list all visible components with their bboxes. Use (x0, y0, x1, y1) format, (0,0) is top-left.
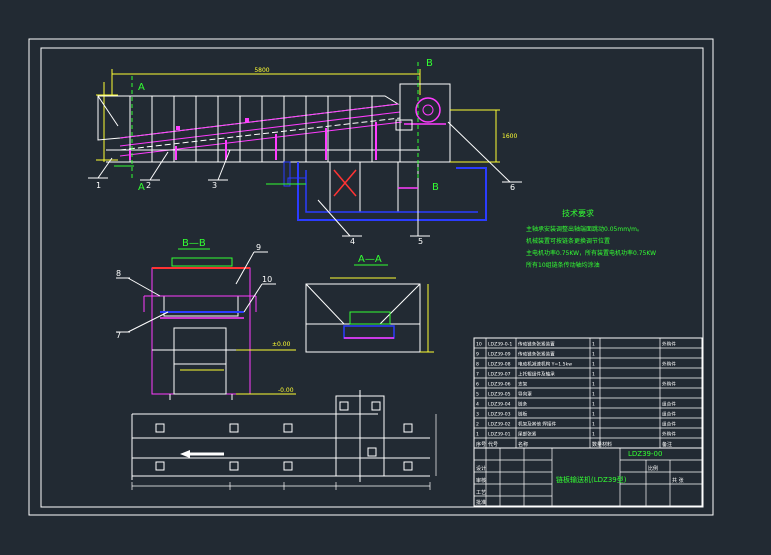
parts-header-cell: 名称 (518, 441, 528, 448)
dim-total-length: 5800 (254, 67, 269, 74)
parts-cell: 1 (592, 392, 595, 398)
callout-10: 10 (262, 275, 272, 284)
label-design: 设计 (476, 465, 486, 472)
plan-view (131, 390, 437, 490)
section-b-bottom: B (432, 182, 439, 193)
section-bb-view: B—B ±0.00 -0.00 8 7 9 (116, 238, 296, 400)
parts-cell: LDZ39-09 (488, 352, 511, 358)
main-elevation-view: 5800 (88, 58, 522, 246)
outer-frame (28, 38, 714, 516)
parts-cell: 组合件 (662, 401, 676, 408)
parts-header-cell: 材料 (602, 441, 612, 448)
parts-cell: 1 (476, 432, 479, 438)
parts-cell: LDZ39-01 (488, 432, 511, 438)
label-sheet: 共 张 (672, 477, 684, 484)
parts-cell: 5 (476, 392, 479, 398)
drawing-title: 链板输送机(LDZ39型) (556, 475, 627, 484)
callout-1: 1 (96, 181, 101, 190)
parts-header-cell: 代号 (488, 441, 498, 448)
inner-frame (40, 47, 704, 508)
section-aa-view: A—A (305, 254, 434, 353)
section-a-bottom: A (138, 182, 145, 193)
label-approve: 批准 (476, 499, 486, 506)
parts-cell: 1 (592, 362, 595, 368)
label-scale: 比例 (648, 465, 658, 472)
parts-cell: 8 (476, 362, 479, 368)
label-check: 审核 (476, 477, 486, 484)
callout-2: 2 (146, 181, 151, 190)
level-mark-1: ±0.00 (272, 341, 291, 348)
parts-cell: 链板 (518, 411, 528, 418)
parts-cell: 尾部张紧 (518, 431, 537, 438)
parts-cell: 传动链条张紧装置 (518, 351, 555, 358)
parts-cell: LDZ39-04 (488, 402, 511, 408)
tech-requirements: 技术要求 主轴承安装调整出轴端面跳动0.05mm/m。 机械装置可按链条更换调节… (526, 208, 656, 269)
parts-cell: 10 (476, 342, 482, 348)
parts-header-cell: 备注 (662, 441, 672, 448)
parts-cell: 1 (592, 402, 595, 408)
tech-line-2: 机械装置可按链条更换调节位置 (526, 237, 610, 245)
parts-cell: LDZ39-0-1 (488, 342, 512, 348)
parts-cell: 4 (476, 402, 479, 408)
parts-cell: 外购件 (662, 341, 676, 348)
parts-header-cell: 序号 (476, 441, 486, 448)
parts-list-table: 10 LDZ39-0-1 传动链条张紧装置 1 外购件 9 LDZ39-09 传动链条张紧装置… (473, 337, 703, 449)
callout-3: 3 (212, 181, 217, 190)
level-mark-2: -0.00 (278, 387, 294, 394)
parts-cell: LDZ39-06 (488, 382, 511, 388)
parts-cell: 外购件 (662, 431, 676, 438)
tech-line-3: 主电机功率0.75KW，所有装置电机功率0.75KW (526, 249, 656, 257)
callout-5: 5 (418, 237, 423, 246)
parts-cell: 导向罩 (518, 391, 532, 398)
parts-cell: 传动链条张紧装置 (518, 341, 555, 348)
parts-cell: 1 (592, 382, 595, 388)
parts-cell: 组合件 (662, 421, 676, 428)
parts-cell: 外购件 (662, 381, 676, 388)
parts-header-cell: 数量 (592, 441, 602, 448)
tech-title: 技术要求 (562, 208, 594, 218)
callout-7: 7 (116, 331, 121, 340)
label-process: 工艺 (476, 490, 486, 496)
tech-line-4: 所有10组链条传动轴均涂油 (526, 261, 600, 269)
section-a-top: A (138, 82, 145, 93)
parts-cell: 外购件 (662, 361, 676, 368)
parts-cell: 1 (592, 422, 595, 428)
parts-cell: 机架及其他 焊接件 (518, 421, 557, 428)
parts-cell: 2 (476, 422, 479, 428)
parts-cell: 1 (592, 352, 595, 358)
drawing-number: LDZ39-00 (628, 450, 662, 458)
parts-cell: 1 (592, 342, 595, 348)
title-block: LDZ39-00 链板输送机(LDZ39型) 设计 审核 工艺 批准 比例 共 … (473, 447, 703, 507)
parts-cell: LDZ39-03 (488, 412, 511, 418)
parts-cell: 6 (476, 382, 479, 388)
tech-line-1: 主轴承安装调整出轴端面跳动0.05mm/m。 (526, 225, 643, 233)
parts-cell: 电动机减速机构 Y=1.5kw (518, 361, 572, 368)
parts-cell: 7 (476, 372, 479, 378)
callout-8: 8 (116, 269, 121, 278)
callout-6: 6 (510, 183, 515, 192)
parts-cell: 9 (476, 352, 479, 358)
parts-cell: 3 (476, 412, 479, 418)
dim-head-height: 1600 (502, 133, 517, 140)
parts-cell: LDZ39-07 (488, 372, 511, 378)
parts-cell: 组合件 (662, 411, 676, 418)
parts-cell: LDZ39-02 (488, 422, 511, 428)
parts-cell: 链条 (518, 401, 528, 408)
callout-9: 9 (256, 243, 261, 252)
parts-cell: 1 (592, 432, 595, 438)
view-aa-label: A—A (358, 254, 382, 265)
view-bb-label: B—B (182, 238, 206, 249)
parts-cell: LDZ39-08 (488, 362, 511, 368)
section-b-top: B (426, 58, 433, 69)
parts-cell: 1 (592, 372, 595, 378)
parts-cell: LDZ39-05 (488, 392, 511, 398)
parts-cell: 支架 (518, 381, 528, 388)
parts-cell: 1 (592, 412, 595, 418)
parts-cell: 上托辊组件及轴承 (518, 371, 555, 378)
callout-4: 4 (350, 237, 355, 246)
